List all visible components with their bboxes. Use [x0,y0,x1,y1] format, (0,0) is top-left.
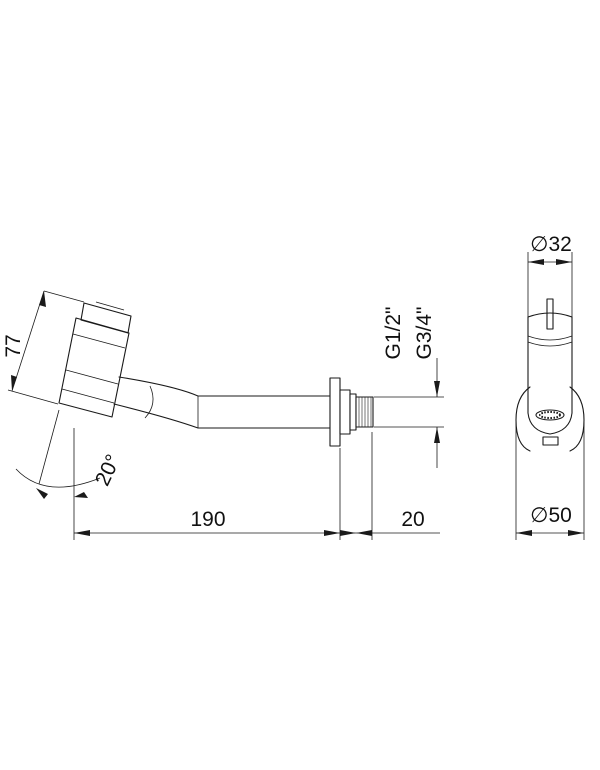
diameter-bottom-label: ∅50 [530,504,572,527]
thread-large-label: G3/4" [413,307,436,360]
thread-length-label: 20 [401,508,424,531]
dimension-diameter-bottom: ∅50 [515,420,585,540]
diameter-top-label: ∅32 [530,233,572,256]
dimension-length: 190 [74,432,373,540]
spout-head [58,301,132,418]
wall-flange [329,377,357,447]
dimension-thread-length: 20 [340,508,440,536]
thread-small-label: G1/2" [382,307,405,360]
length-label: 190 [190,508,225,531]
dimension-thread: G1/2" G3/4" [374,307,444,468]
curved-pipe [113,376,331,429]
dimension-angle: 20° [15,409,125,540]
threaded-connector [355,396,374,428]
angle-label: 20° [91,451,125,490]
dimension-diameter-top: ∅32 [527,233,573,317]
height-label: 77 [2,334,25,357]
front-view [515,298,585,452]
dimension-height: 77 [2,290,85,405]
